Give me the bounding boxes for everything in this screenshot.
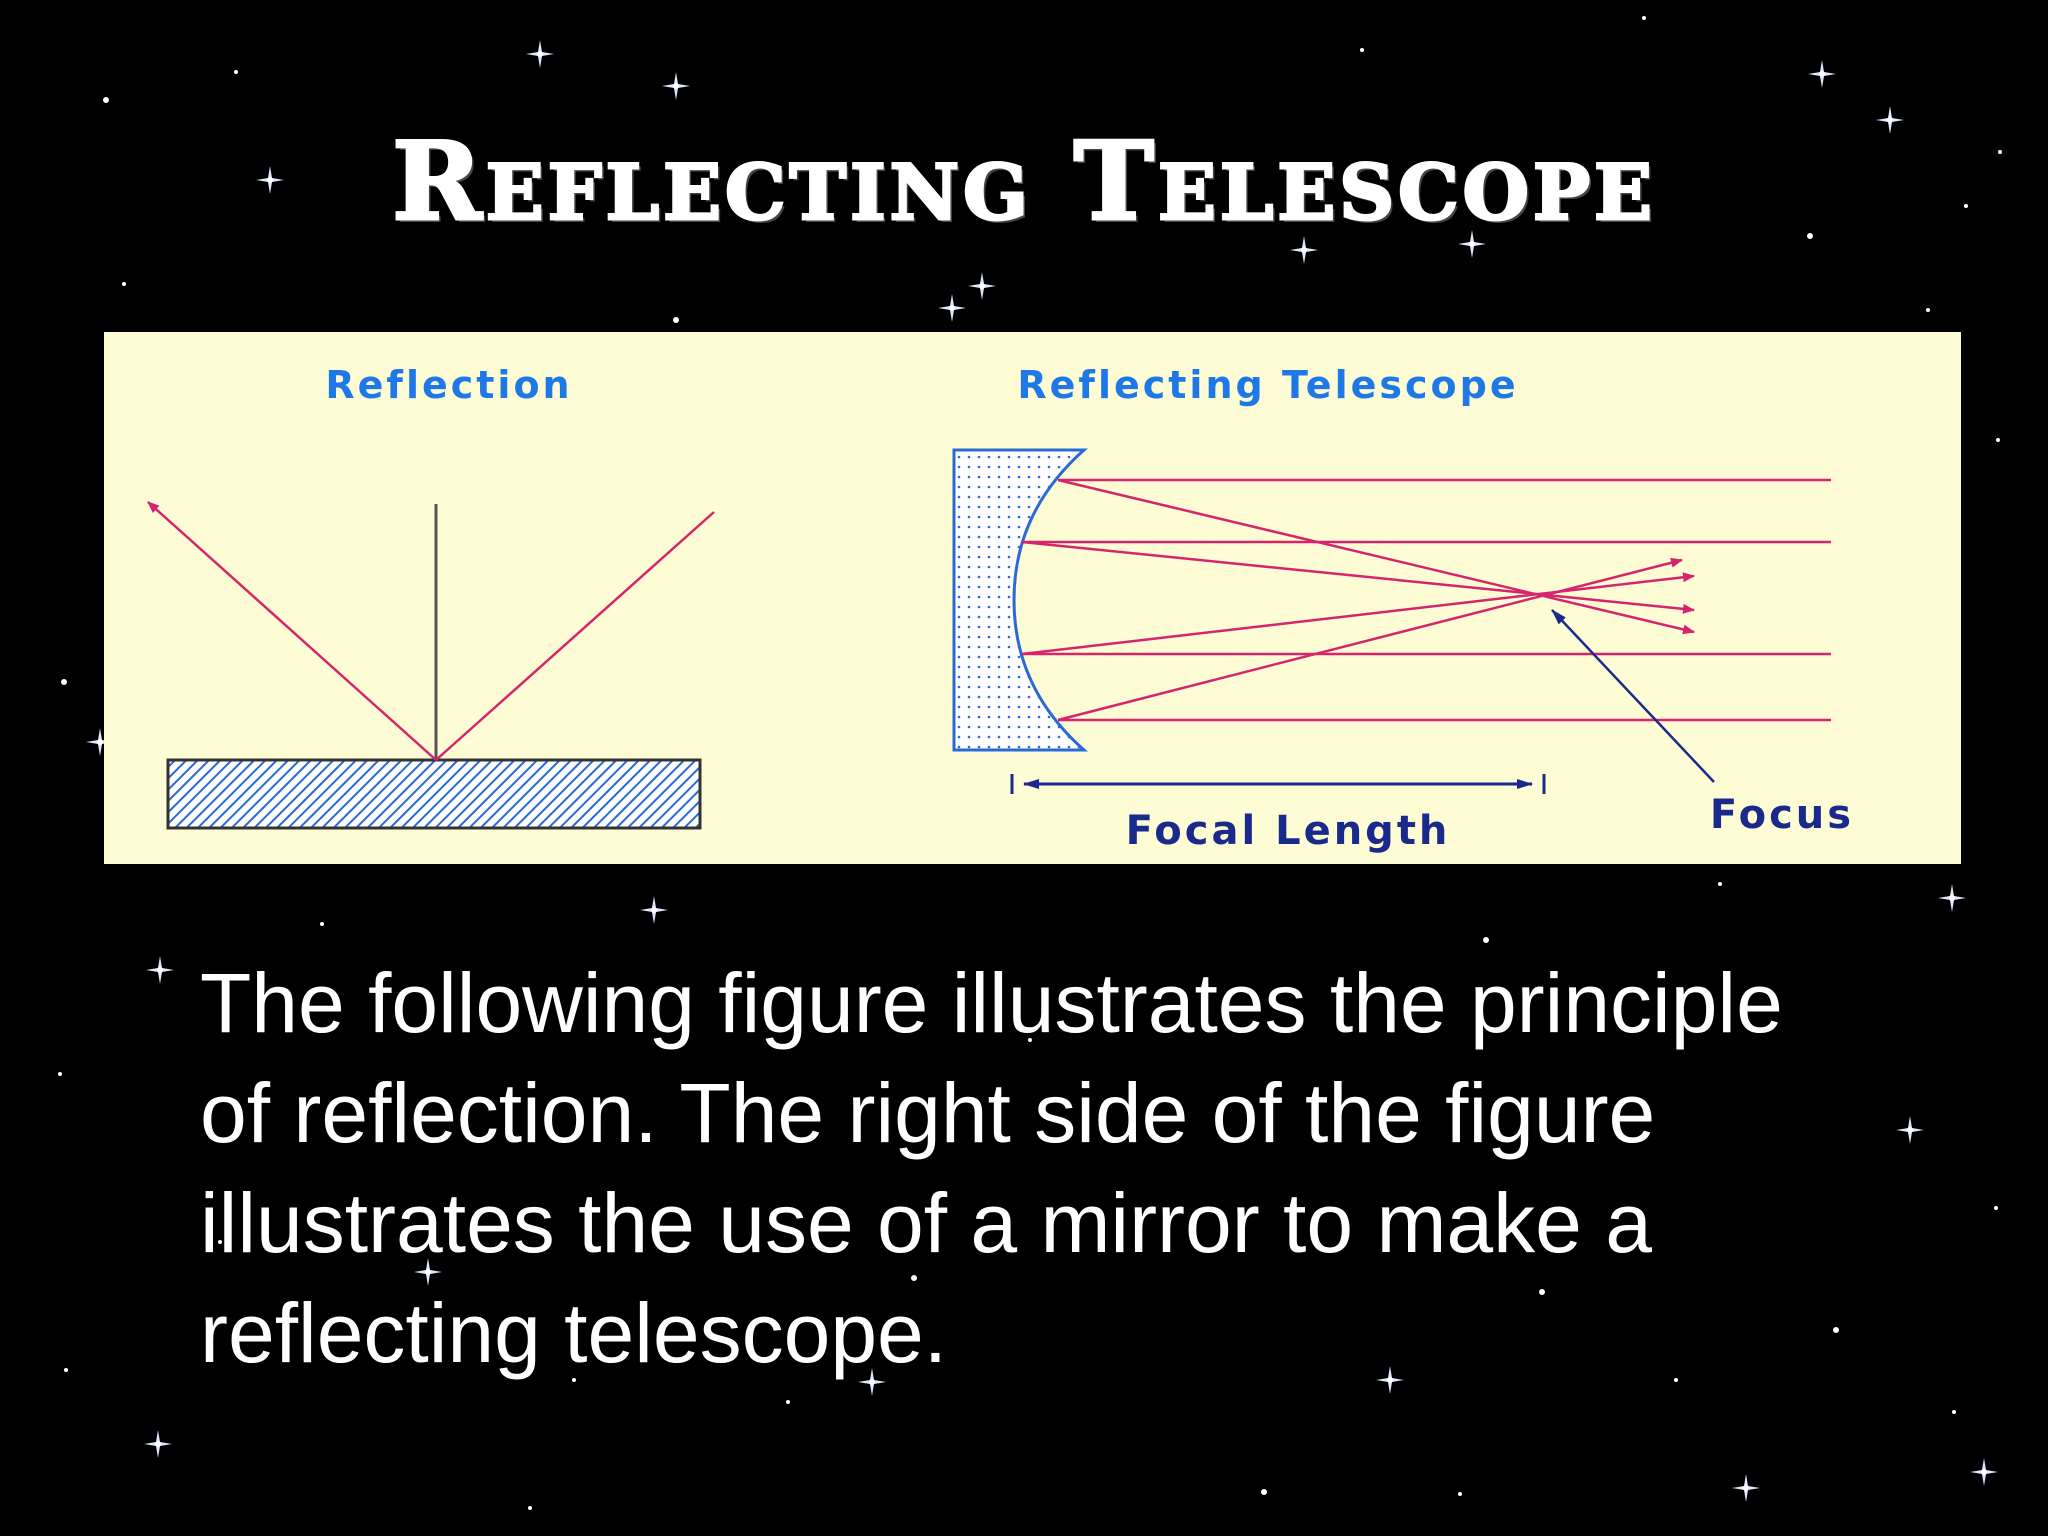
flat-mirror: [166, 758, 702, 830]
description-line-4: reflecting telescope.: [200, 1286, 948, 1380]
incident-ray: [435, 511, 715, 761]
description-line-3: illustrates the use of a mirror to make …: [200, 1176, 1652, 1270]
reflected-ray: [147, 501, 437, 761]
reflecting-telescope-heading: Reflecting Telescope: [1017, 363, 1518, 407]
converging-rays: [1021, 478, 1695, 722]
concave-mirror: [952, 448, 1088, 752]
slide-description: The following figure illustrates the pri…: [200, 948, 1960, 1388]
slide-title: Reflecting Telescope: [391, 118, 1656, 247]
focus-pointer: [1551, 609, 1715, 783]
focus-label: Focus: [1710, 792, 1854, 838]
focal-length-dimension: [1010, 774, 1546, 794]
dot-stars: [58, 16, 2002, 1510]
focal-length-label: Focal Length: [1126, 808, 1451, 854]
reflection-diagram: Reflection Reflecting Telescope Focal Le…: [147, 363, 1854, 854]
description-line-1: The following figure illustrates the pri…: [200, 956, 1783, 1050]
reflection-heading: Reflection: [325, 363, 572, 407]
incoming-rays: [1022, 478, 1831, 722]
reflection-figure-panel: Reflection Reflecting Telescope Focal Le…: [104, 332, 1961, 864]
description-line-2: of reflection. The right side of the fig…: [200, 1066, 1656, 1160]
